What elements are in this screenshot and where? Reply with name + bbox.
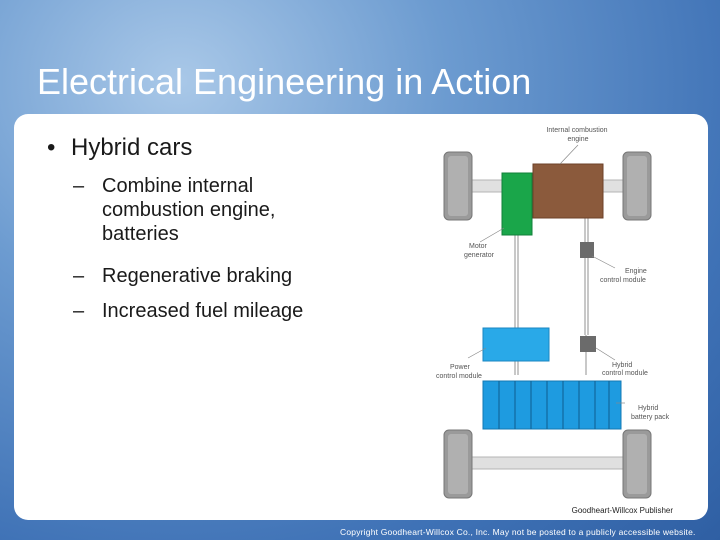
- sub-bullet-text: Regenerative braking: [102, 265, 293, 287]
- internal-combustion-engine: [532, 163, 604, 219]
- dash-marker: –: [73, 300, 85, 322]
- leader-lines: [467, 144, 625, 404]
- label-hybrid-battery-pack: Hybrid battery pack: [631, 405, 670, 421]
- label-engine: Internal combustion engine: [546, 127, 609, 143]
- engine-control-module: [580, 242, 594, 258]
- hybrid-control-module: [580, 336, 596, 352]
- label-power-control-module: Power control module: [436, 364, 482, 380]
- sub-bullet-text: Combine internal: [102, 175, 254, 197]
- label-motor-generator: Motor generator: [464, 243, 495, 259]
- copyright-footer: Copyright Goodheart-Willcox Co., Inc. Ma…: [340, 527, 696, 537]
- label-hybrid-control-module: Hybrid control module: [602, 362, 648, 377]
- hybrid-battery-pack: [482, 380, 622, 430]
- bullet-text: Hybrid cars: [71, 134, 193, 161]
- sub-bullet-3: –Increased fuel mileage: [73, 299, 303, 323]
- slide-title: Electrical Engineering in Action: [37, 61, 532, 102]
- motor-generator: [501, 172, 533, 236]
- dash-marker: –: [73, 265, 85, 287]
- wheel-front-right: [622, 151, 652, 221]
- bullet-item: • Hybrid cars: [47, 134, 192, 163]
- sub-bullet-1: –Combine internal combustion engine, bat…: [73, 174, 275, 246]
- sub-bullet-text: batteries: [102, 223, 179, 245]
- image-credit: Goodheart-Willcox Publisher: [571, 506, 673, 515]
- power-control-module: [482, 327, 550, 362]
- label-engine-control-module: Engine control module: [600, 268, 649, 284]
- dash-marker: –: [73, 175, 85, 197]
- wheel-rear-right: [622, 429, 652, 499]
- sub-bullet-text: combustion engine,: [102, 199, 276, 221]
- rear-axle: [469, 456, 646, 470]
- wheel-rear-left: [443, 429, 473, 499]
- bullet-marker: •: [47, 134, 56, 161]
- hybrid-car-diagram: Internal combustion engine Motor generat…: [436, 127, 670, 499]
- wheel-front-left: [443, 151, 473, 221]
- sub-bullet-text: Increased fuel mileage: [102, 300, 304, 322]
- sub-bullet-2: –Regenerative braking: [73, 264, 292, 288]
